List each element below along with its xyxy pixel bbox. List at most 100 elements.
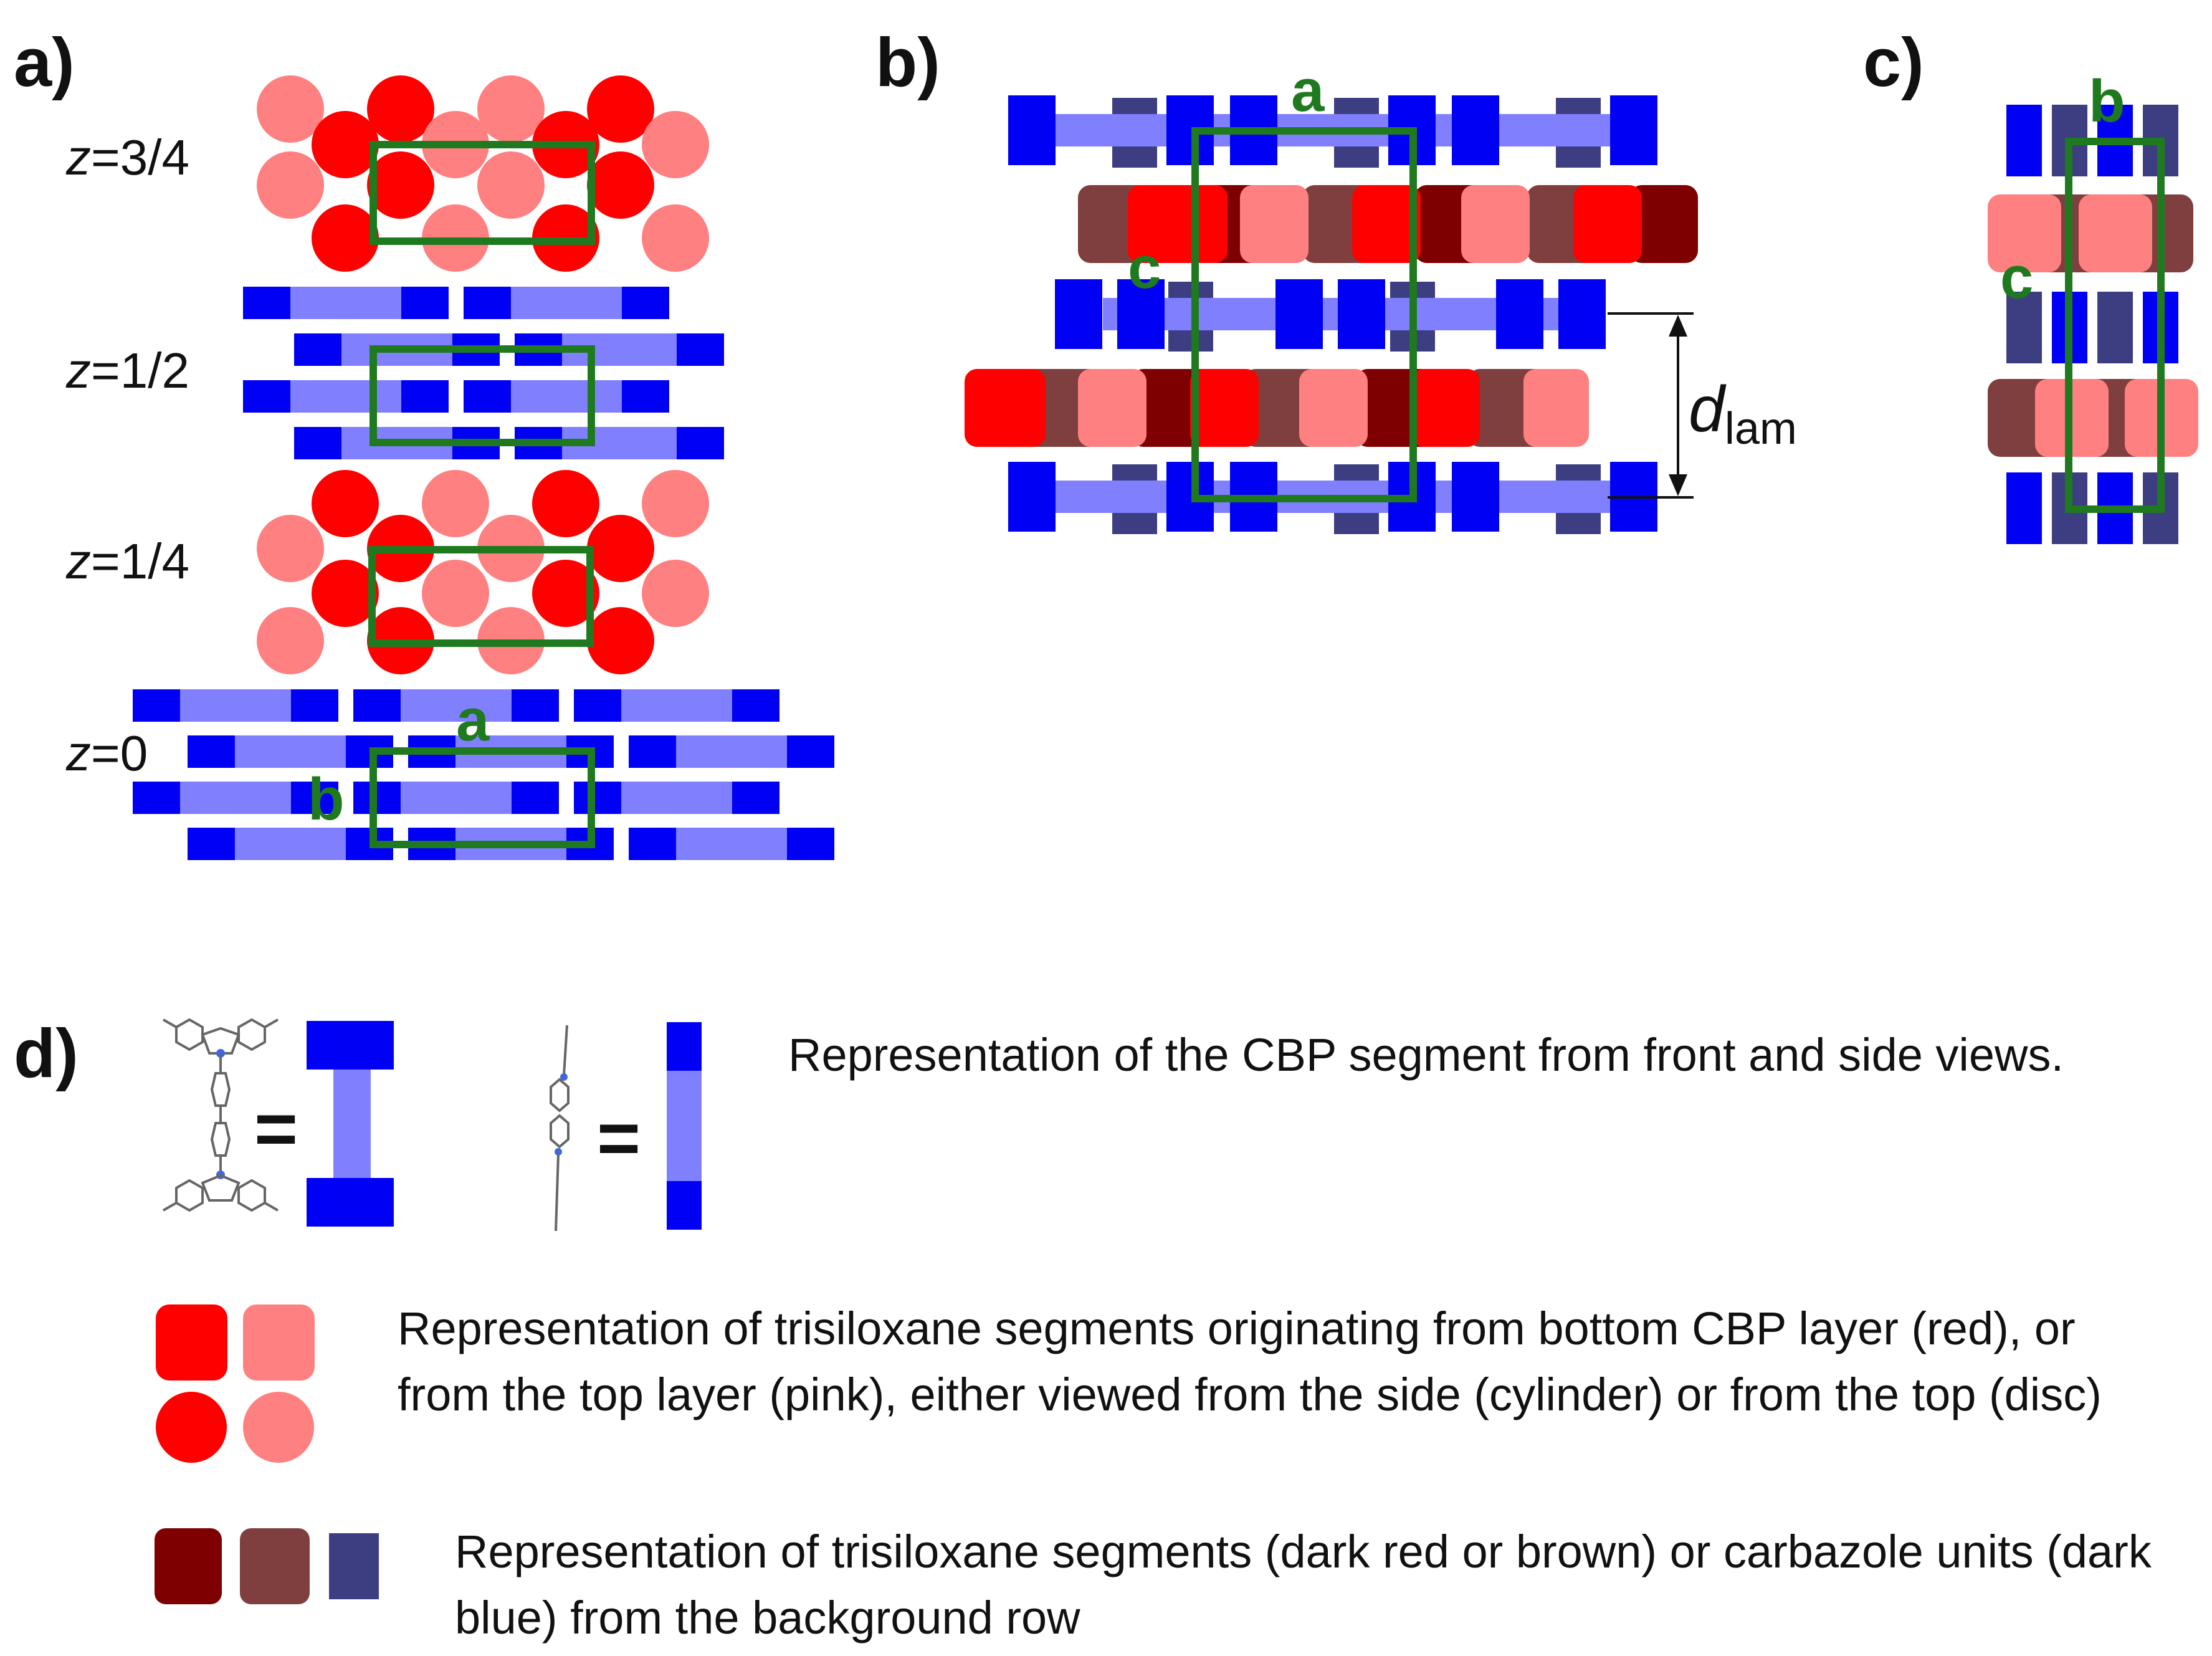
siloxane-dark-red (1629, 185, 1698, 263)
equals-sign-front: = (254, 1087, 298, 1170)
carbazole-block (464, 380, 511, 413)
carbazole-block (188, 735, 235, 768)
disc-red (312, 560, 379, 627)
carbazole-block (188, 828, 235, 860)
siloxane-red (1190, 369, 1259, 447)
background-legend-symbols (155, 1528, 379, 1604)
unit-cell-ac (1191, 127, 1417, 502)
dlam-main: d (1689, 373, 1727, 446)
background-carbazole (329, 1533, 379, 1599)
carbazole-block (2006, 105, 2042, 176)
nitrogen-atom (555, 1148, 562, 1156)
cbp-molecule-front-drawing (163, 1018, 279, 1212)
carbazole-block (622, 287, 669, 319)
carbazole-block (1452, 462, 1499, 532)
legend-text-background: Representation of trisiloxane segments (… (455, 1526, 2152, 1644)
carbazole-block (243, 380, 290, 413)
cbp-front-symbol (307, 1021, 394, 1227)
panel-c: c) (1863, 24, 2198, 544)
carbazole-block (629, 735, 676, 768)
carbazole-block (512, 689, 559, 722)
carbazole-block (787, 828, 834, 860)
disc-red (367, 151, 434, 219)
siloxane-brown (240, 1528, 310, 1604)
carbazole-ring (201, 1027, 241, 1055)
siloxane-pink (1078, 369, 1147, 447)
siloxane-end-row-2 (1988, 379, 2198, 457)
panel-a-label: a) (14, 24, 75, 101)
carbazole-block (294, 427, 341, 459)
nitrogen-atom (216, 1049, 225, 1058)
siloxane-side-row-1 (1078, 185, 1698, 263)
carbazole-block (1055, 279, 1102, 349)
equals-sign-side: = (597, 1096, 641, 1180)
disc-pink (257, 515, 324, 582)
carbazole-block (401, 380, 449, 413)
disc-pink (642, 111, 709, 178)
disc-pink (477, 151, 545, 219)
disc-red (367, 75, 434, 143)
axis-label-b: b (2089, 68, 2125, 135)
carbazole-block (732, 782, 779, 814)
legend-text-cbp: Representation of the CBP segment from f… (788, 1029, 2064, 1081)
carbazole-ring (175, 1179, 204, 1212)
disc-layer-z14 (257, 470, 709, 674)
siloxane-red (1411, 369, 1480, 447)
unit-cell-z34 (369, 141, 595, 245)
phenyl-ring (550, 1078, 570, 1113)
layer-label-z0: z=0 (65, 725, 148, 781)
layer-label-z0-value: =0 (91, 725, 148, 781)
dlam-label: dlam (1689, 373, 1797, 454)
background-carbazole (2006, 292, 2042, 363)
axis-label-c: c (2000, 244, 2033, 311)
siloxane-pink (1240, 185, 1309, 263)
methyl-bond (264, 1202, 279, 1212)
legend-text-siloxane-line-1: Representation of trisiloxane segments o… (398, 1303, 2076, 1354)
disc-pink (642, 560, 709, 627)
legend-text-background-line-1: Representation of trisiloxane segments (… (455, 1526, 2152, 1577)
carbazole-ring (201, 1174, 241, 1202)
layer-label-z14-value: =1/4 (91, 534, 189, 589)
cylinder-pink (243, 1304, 315, 1381)
legend-text-background-line-2: blue) from the background row (455, 1592, 1080, 1644)
methyl-bond (163, 1018, 177, 1028)
siloxane-pink (1299, 369, 1368, 447)
disc-red (587, 607, 654, 674)
arrow-head-down (1669, 474, 1687, 496)
panel-a: a) z=3/4 z=1/2 z=1/4 z=0 (14, 24, 834, 860)
disc-pink (642, 470, 709, 537)
carbazole-edge (563, 1025, 568, 1076)
carbazole-block (307, 1021, 394, 1070)
carbazole-ring (237, 1018, 266, 1051)
carbazole-block (667, 1181, 702, 1230)
carbazole-block (1558, 279, 1606, 349)
siloxane-legend-symbols (156, 1304, 315, 1463)
axis-label-a: a (456, 687, 490, 754)
carbazole-block (574, 689, 621, 722)
carbazole-block (464, 287, 511, 319)
disc-red (532, 470, 599, 537)
disc-pink (257, 75, 324, 143)
carbazole-block (512, 782, 559, 814)
carbazole-block (677, 333, 724, 366)
background-carbazole (2097, 292, 2133, 363)
carbazole-block (667, 1022, 702, 1071)
siloxane-pink (1523, 369, 1589, 447)
axis-label-c: c (1128, 234, 1161, 301)
carbazole-block (291, 782, 338, 814)
carbazole-block (677, 427, 724, 459)
legend-text-siloxane: Representation of trisiloxane segments o… (398, 1303, 2102, 1420)
carbazole-block (291, 689, 338, 722)
layer-label-z34-italic: z (65, 130, 91, 185)
carbazole-block (622, 380, 669, 413)
disc-red (312, 204, 379, 272)
disc-pink (257, 151, 324, 219)
cylinder-red (156, 1304, 227, 1381)
disc-pink (422, 470, 489, 537)
carbazole-block (1610, 95, 1657, 165)
siloxane-pink (1461, 185, 1530, 263)
arrow-head-up (1669, 315, 1687, 337)
nitrogen-atom (560, 1073, 568, 1081)
layer-label-z34-value: =3/4 (91, 130, 189, 185)
